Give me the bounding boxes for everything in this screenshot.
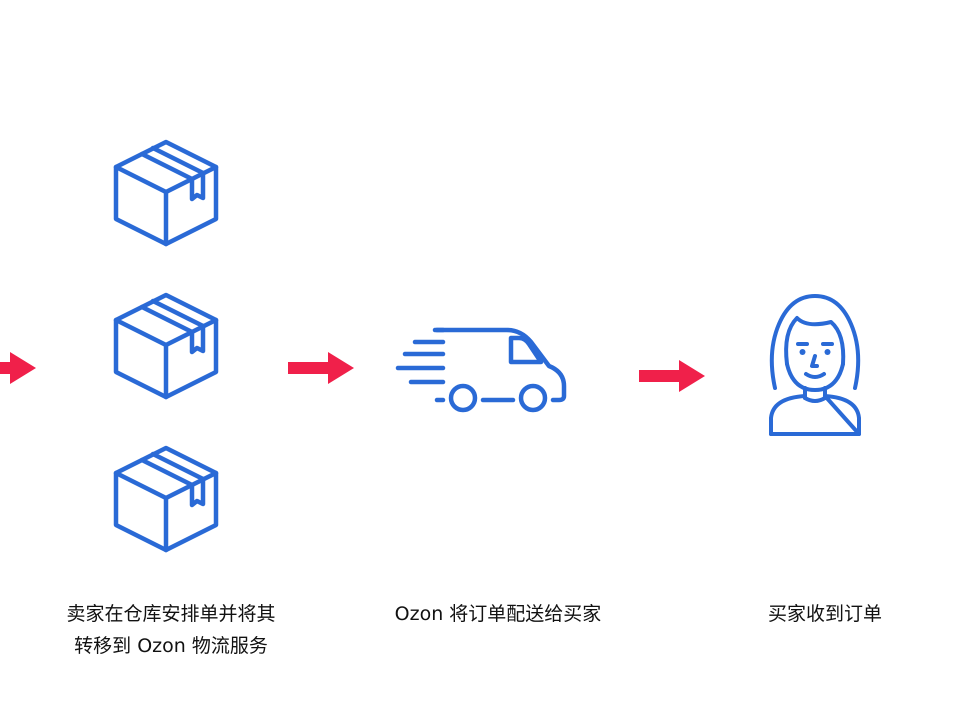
step-caption-received: 买家收到订单 bbox=[735, 598, 915, 630]
arrow-right-icon bbox=[0, 352, 36, 384]
arrow-right-icon bbox=[639, 360, 705, 392]
step-caption-delivery: Ozon 将订单配送给买家 bbox=[370, 598, 626, 630]
box-icon bbox=[113, 292, 219, 400]
arrow-right-icon bbox=[288, 352, 354, 384]
box-icon bbox=[113, 445, 219, 553]
delivery-van-icon bbox=[395, 327, 567, 413]
box-icon bbox=[113, 139, 219, 247]
caption-line: 卖家在仓库安排单并将其 bbox=[66, 603, 276, 625]
caption-line: 转移到 Ozon 物流服务 bbox=[74, 635, 268, 657]
buyer-avatar-icon bbox=[769, 294, 861, 436]
step-caption-warehouse: 卖家在仓库安排单并将其 转移到 Ozon 物流服务 bbox=[40, 598, 302, 662]
caption-line: 买家收到订单 bbox=[767, 603, 882, 625]
caption-line: Ozon 将订单配送给买家 bbox=[394, 603, 602, 625]
